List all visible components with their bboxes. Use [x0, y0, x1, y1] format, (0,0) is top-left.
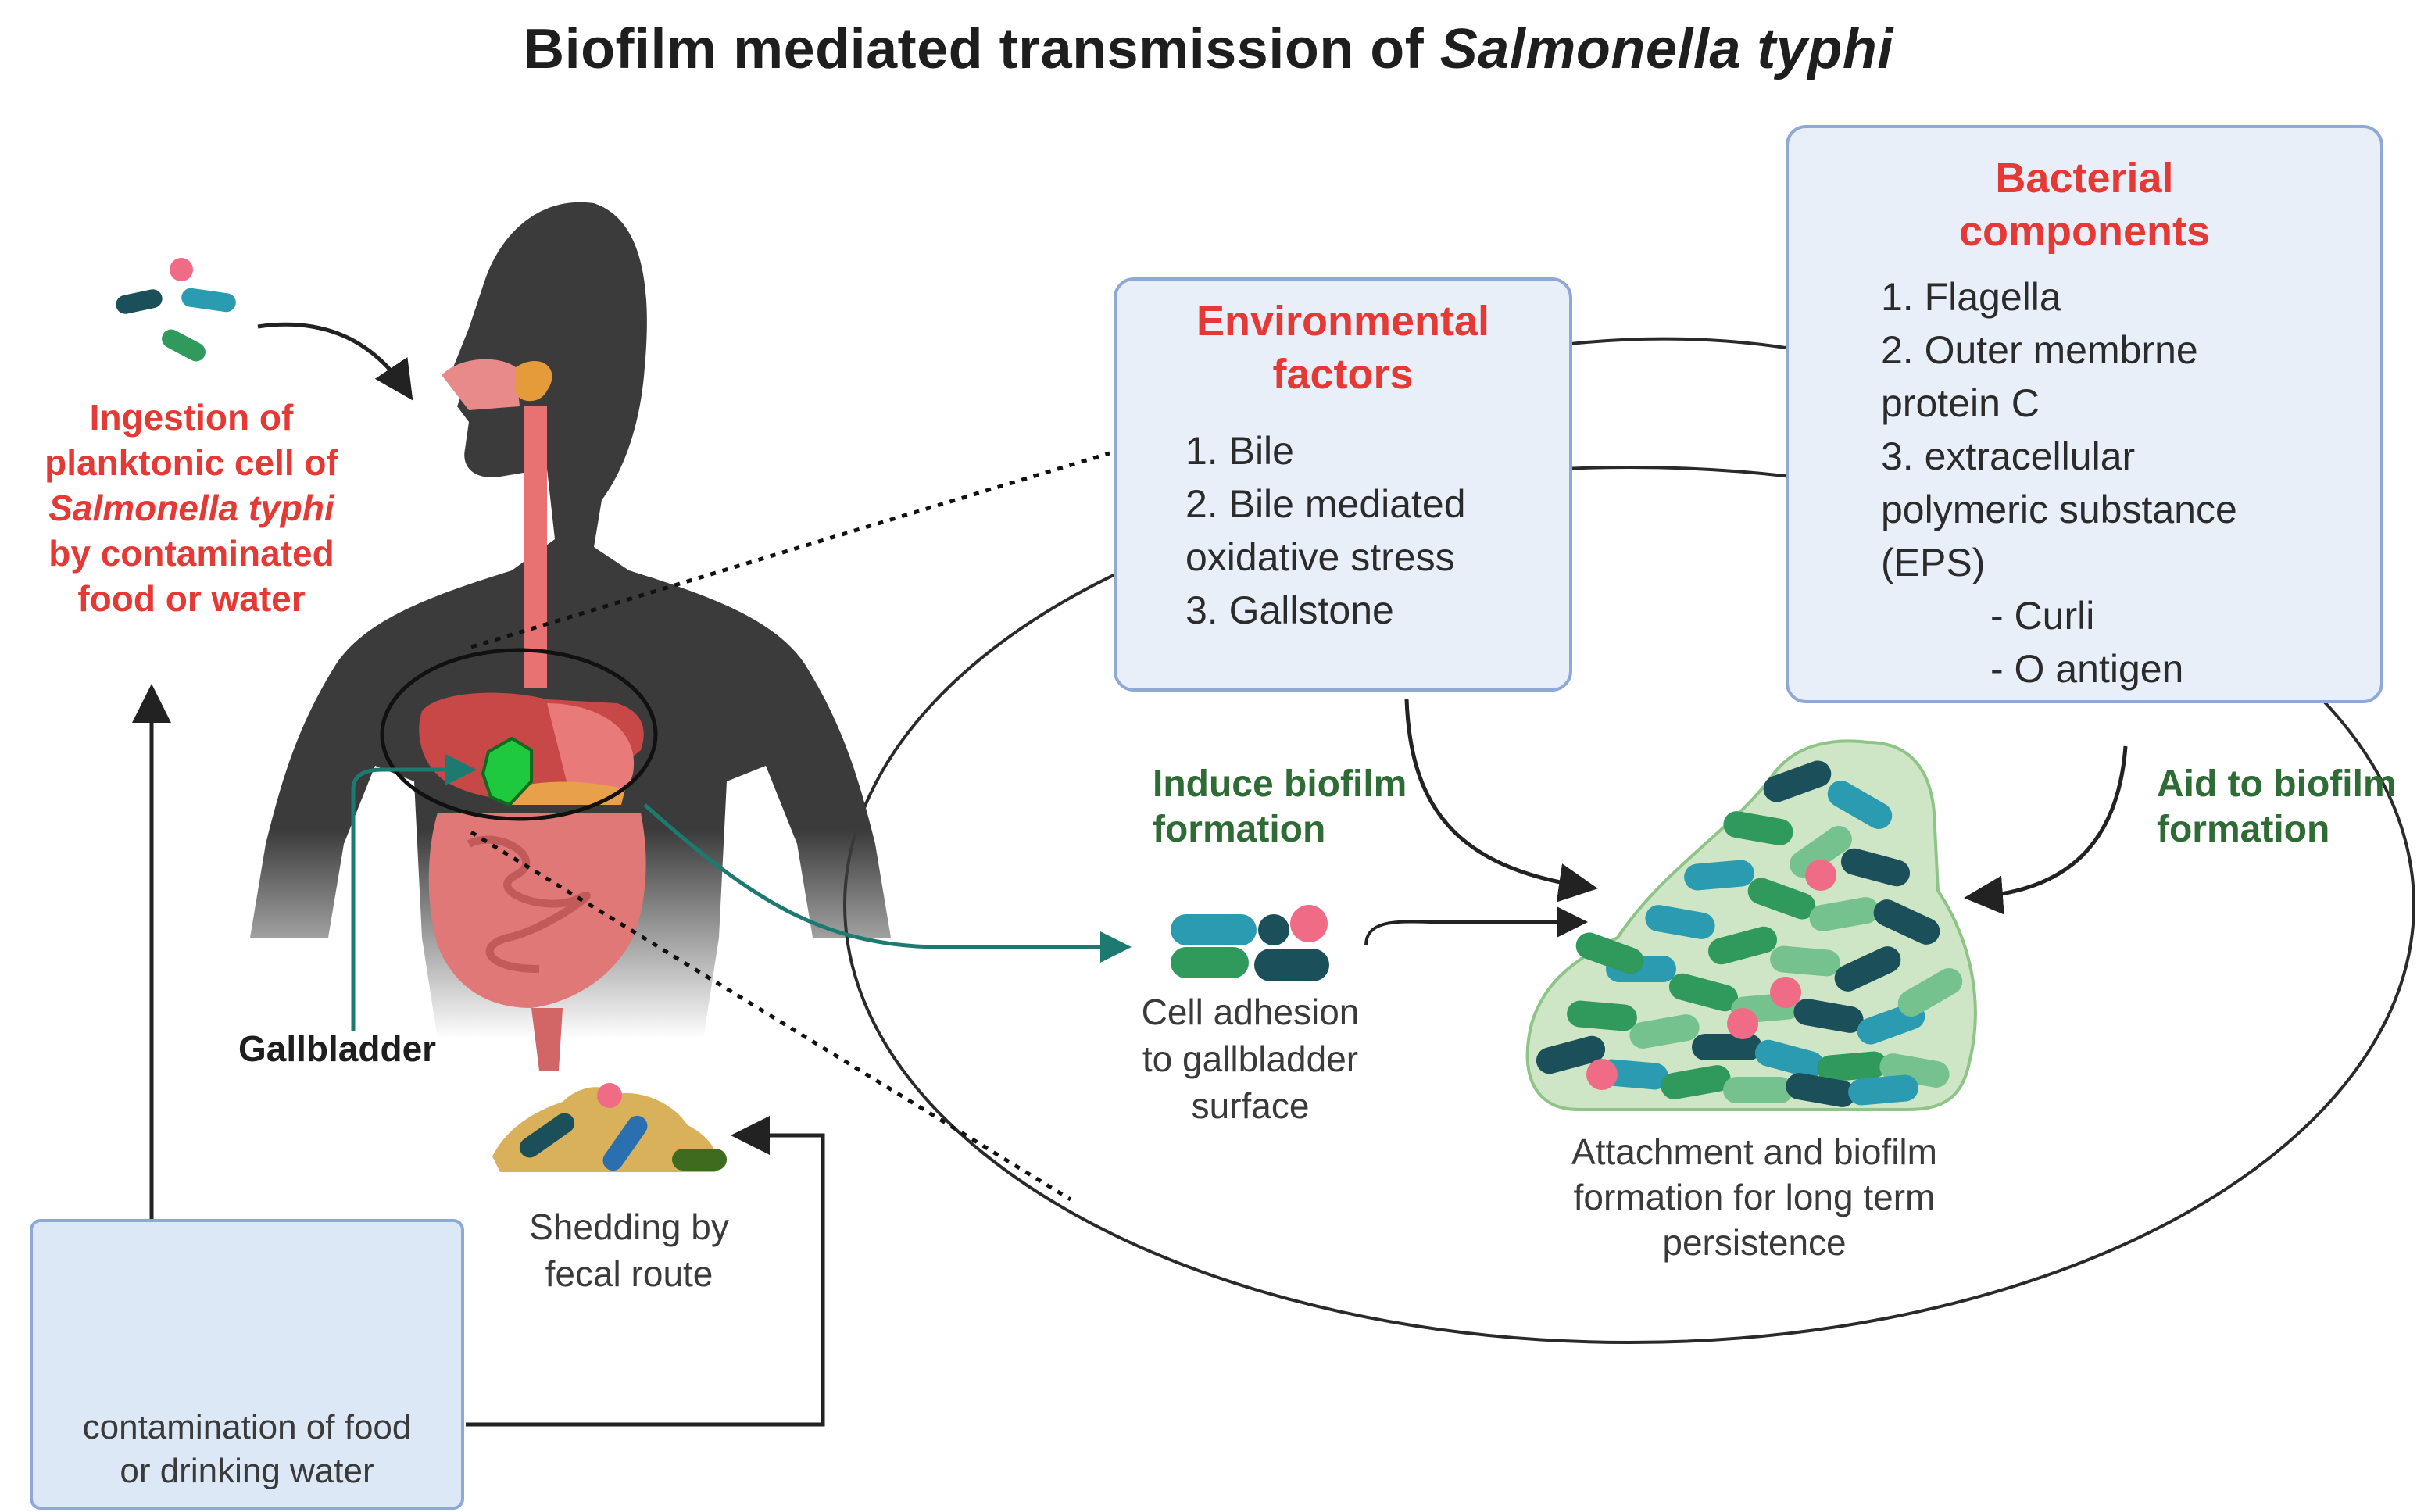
biofilm-rod — [1661, 1065, 1731, 1099]
biofilm-rod — [1598, 1059, 1668, 1090]
bacterial-item: 1. Flagella — [1881, 275, 2061, 319]
biofilm-rod — [1629, 1014, 1700, 1049]
biofilm-rod — [1817, 1051, 1887, 1082]
zoom-line-bottom — [470, 830, 1072, 1202]
environmental-heading-line1: Environmental — [1196, 298, 1490, 345]
biofilm-rod — [1668, 973, 1739, 1012]
biofilm-rod — [1827, 781, 1893, 829]
biofilm-rod — [1575, 932, 1644, 974]
biofilm-rod — [1567, 1000, 1637, 1031]
biofilm-coccus — [1805, 860, 1836, 891]
contamination-to-shedding-arrow — [466, 1116, 825, 1427]
bacterial-heading-line2: components — [1958, 208, 2211, 255]
gallbladder-icon — [481, 736, 533, 807]
stool-icon — [492, 1083, 727, 1172]
bacterial-subitem: - Curli — [1990, 594, 2095, 638]
environmental-item: 3. Gallstone — [1185, 588, 1394, 632]
contamination-box: contamination of food or drinking water — [30, 1219, 464, 1510]
adhesion-to-biofilm-arrow — [1364, 906, 1588, 946]
biofilm-coccus — [1586, 1059, 1618, 1090]
contamination-label: contamination of food or drinking water — [82, 1408, 412, 1490]
biofilm-rod — [1723, 811, 1793, 845]
cell-adhesion-label: Cell adhesion to gallbladder surface — [1141, 992, 1360, 1126]
bacterial-heading-line1: Bacterial — [1995, 155, 2174, 202]
biofilm-rod — [1873, 899, 1940, 945]
biofilm-rod — [1645, 905, 1715, 939]
induce-biofilm-label: Induce biofilm formation — [1153, 763, 1407, 850]
ingestion-arrow — [257, 322, 413, 401]
biofilm-rod — [1536, 1035, 1606, 1074]
gallbladder-label: Gallbladder — [238, 1028, 437, 1069]
biofilm-rod — [1707, 926, 1778, 965]
bacterial-item: 2. Outer membrne — [1881, 328, 2198, 372]
biofilm-rod — [1692, 1034, 1762, 1060]
biofilm-rod — [1723, 1077, 1793, 1103]
bacterial-subitem: - O antigen — [1990, 647, 2184, 691]
biofilm-rod — [1754, 1039, 1825, 1078]
biofilm-rod — [1848, 1074, 1918, 1106]
biofilm-coccus — [1727, 1008, 1758, 1039]
gallbladder-pointer-arrow — [351, 754, 477, 1031]
gallbladder-highlight-ellipse — [380, 648, 658, 821]
aid-biofilm-label: Aid to biofilm formation — [2157, 763, 2397, 850]
biofilm-icon — [1525, 739, 1977, 1111]
environmental-item: oxidative stress — [1185, 535, 1455, 579]
environmental-factors-box: Environmental factors 1. Bile 2. Bile me… — [1114, 277, 1572, 692]
biofilm-rod — [1790, 825, 1852, 878]
bacterial-to-biofilm-arrow — [1964, 745, 2128, 915]
biofilm-rod — [1793, 999, 1864, 1033]
environmental-item: 2. Bile mediated — [1185, 482, 1466, 526]
biofilm-rod — [1684, 860, 1754, 891]
environmental-heading-line2: factors — [1272, 351, 1414, 398]
biofilm-rod — [1809, 897, 1879, 931]
bacterial-item: polymeric substance — [1881, 488, 2237, 531]
bacterial-item: (EPS) — [1881, 541, 1986, 584]
attachment-label: Attachment and biofilm formation for lon… — [1571, 1131, 1937, 1263]
biofilm-rod — [1840, 848, 1911, 887]
page-title: Biofilm mediated transmission of Salmone… — [524, 18, 1893, 80]
bacterial-item: 3. extracellular — [1881, 434, 2136, 478]
adhesion-pathway-arrow — [643, 803, 1132, 963]
bacteria-icon — [116, 258, 236, 362]
box-connector-line — [1570, 337, 1786, 349]
ingestion-label: Ingestion of planktonic cell of Salmonel… — [45, 397, 338, 619]
biofilm-rod — [1770, 945, 1840, 977]
biofilm-rod — [1786, 1073, 1856, 1107]
bacterial-components-box: Bacterial components 1. Flagella 2. Oute… — [1786, 125, 2383, 703]
biofilm-rod — [1747, 878, 1816, 920]
adhered-cells-icon — [1171, 905, 1329, 981]
biofilm-rod — [1763, 760, 1832, 802]
environmental-to-biofilm-arrow — [1404, 699, 1598, 903]
biofilm-rod — [1834, 946, 1901, 992]
bacterial-item: protein C — [1881, 381, 2040, 425]
biofilm-rod — [1897, 968, 1963, 1017]
shedding-label: Shedding by fecal route — [529, 1206, 729, 1294]
biofilm-coccus — [1770, 977, 1801, 1008]
environmental-item: 1. Bile — [1185, 429, 1294, 473]
human-body-icon — [250, 202, 891, 1039]
